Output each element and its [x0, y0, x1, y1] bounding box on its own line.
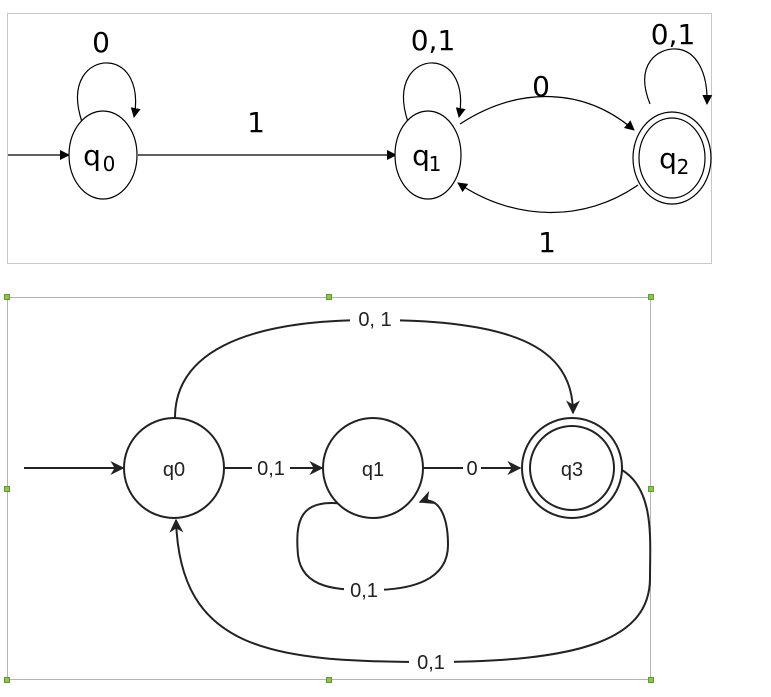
label-edge-q3-q0: 0,1 — [417, 652, 445, 674]
state-q1[interactable]: q 1 — [394, 110, 462, 200]
selection-handle-sw[interactable] — [4, 677, 10, 683]
state-q1-subscript: 1 — [429, 152, 442, 176]
selection-handle-ne[interactable] — [648, 294, 654, 300]
edge-q3-q0 — [169, 469, 652, 664]
state-q0[interactable]: q 0 — [68, 110, 138, 200]
state-q3-label: q3 — [561, 459, 583, 481]
loop-q1 — [402, 62, 466, 123]
top-diagram-panel — [7, 13, 712, 264]
edge-q2-q1 — [457, 182, 639, 214]
selection-handle-se[interactable] — [648, 677, 654, 683]
state-q2-accepting[interactable]: q 2 — [632, 111, 712, 205]
selection-handle-nw[interactable] — [4, 294, 10, 300]
label-edge-q0-q1: 0,1 — [257, 458, 285, 480]
label-edge-q2-q1: 1 — [538, 226, 556, 259]
label-loop-q2: 0,1 — [651, 18, 696, 51]
state-q3-accepting[interactable]: q3 — [521, 417, 623, 519]
edge-q0-q3 — [174, 318, 580, 419]
selection-handle-n[interactable] — [326, 294, 332, 300]
state-q0-label: q — [83, 139, 101, 172]
label-loop-q1: 0,1 — [411, 24, 456, 57]
state-q2-label: q — [659, 142, 677, 175]
state-q1-label: q — [412, 139, 430, 172]
state-q1-label: q1 — [362, 459, 384, 481]
state-q0-label: q0 — [163, 459, 185, 481]
state-q0-subscript: 0 — [103, 152, 116, 176]
label-edge-q0-q3: 0, 1 — [358, 309, 391, 331]
label-edge-q0-q1: 1 — [247, 106, 265, 139]
selection-handle-s[interactable] — [326, 677, 332, 683]
label-edge-q1-q3: 0 — [466, 458, 477, 480]
selection-handle-e[interactable] — [648, 486, 654, 492]
state-q2-subscript: 2 — [677, 155, 690, 179]
loop-q0 — [77, 62, 141, 123]
edge-q1-q2 — [459, 95, 635, 131]
selection-handle-w[interactable] — [4, 486, 10, 492]
loop-q2 — [644, 48, 713, 105]
label-loop-q0: 0 — [92, 26, 110, 59]
state-q0[interactable]: q0 — [123, 417, 225, 519]
label-edge-q1-q2: 0 — [532, 70, 550, 103]
label-loop-q1: 0,1 — [350, 580, 378, 602]
state-q1[interactable]: q1 — [322, 417, 424, 519]
